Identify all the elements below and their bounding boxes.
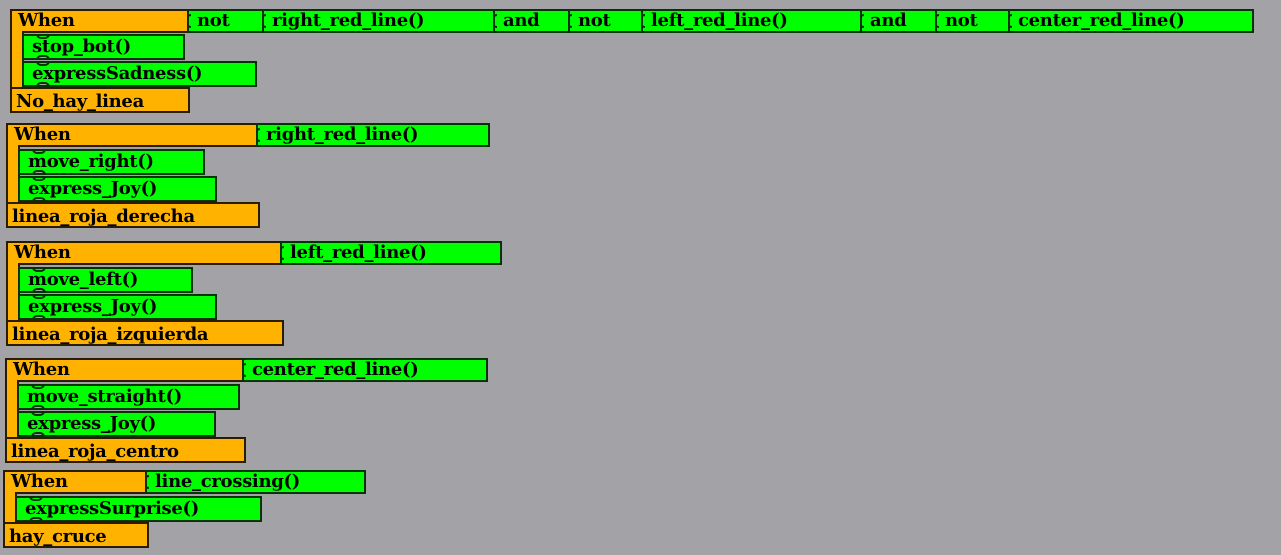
action-express-joy[interactable]: express_Joy() — [18, 294, 217, 320]
when-block-bracket — [6, 145, 20, 205]
event-name-linea-roja-izquierda[interactable]: linea_roja_izquierda — [6, 320, 284, 346]
when-block-bracket — [5, 380, 19, 440]
puzzle-connector-icon — [244, 363, 246, 377]
when-keyword: When — [11, 471, 68, 492]
block-notch-icon — [29, 517, 43, 520]
action-stop-bot[interactable]: stop_bot() — [22, 34, 185, 60]
block-notch-icon — [36, 55, 50, 58]
condition-left-red-line[interactable]: left_red_line() — [641, 9, 863, 33]
puzzle-connector-icon — [495, 14, 497, 28]
action-express-joy[interactable]: express_Joy() — [17, 411, 216, 437]
condition-right-red-line[interactable]: right_red_line() — [256, 123, 490, 147]
when-keyword: When — [13, 359, 70, 380]
action-move-right[interactable]: move_right() — [18, 149, 205, 175]
puzzle-connector-icon — [862, 14, 864, 28]
condition-center-red-line[interactable]: center_red_line() — [242, 358, 488, 382]
event-name-hay-cruce[interactable]: hay_cruce — [3, 522, 149, 548]
puzzle-connector-icon — [937, 14, 939, 28]
action-express-sadness[interactable]: expressSadness() — [22, 61, 257, 87]
when-keyword: When — [18, 10, 75, 31]
when-block-linea-roja-derecha[interactable]: When — [6, 123, 260, 147]
when-block-bracket — [6, 263, 20, 323]
puzzle-connector-icon — [147, 475, 149, 489]
condition-right-red-line[interactable]: right_red_line() — [262, 9, 497, 33]
block-notch-icon — [32, 170, 46, 173]
action-express-surprise[interactable]: expressSurprise() — [15, 496, 262, 522]
event-name-linea-roja-derecha[interactable]: linea_roja_derecha — [6, 202, 260, 228]
condition-center-red-line[interactable]: center_red_line() — [1008, 9, 1254, 33]
event-name-no-hay-linea[interactable]: No_hay_linea — [10, 87, 190, 113]
condition-not[interactable]: not — [935, 9, 1012, 33]
action-express-joy[interactable]: express_Joy() — [18, 176, 217, 202]
event-name-linea-roja-centro[interactable]: linea_roja_centro — [5, 437, 246, 463]
puzzle-connector-icon — [1010, 14, 1012, 28]
action-move-left[interactable]: move_left() — [18, 267, 193, 293]
action-move-straight[interactable]: move_straight() — [17, 384, 240, 410]
when-block-no-hay-linea[interactable]: When — [10, 9, 190, 33]
when-block-bracket — [10, 31, 24, 89]
when-keyword: When — [14, 124, 71, 145]
condition-not[interactable]: not — [568, 9, 644, 33]
block-notch-icon — [32, 315, 46, 318]
block-notch-icon — [32, 197, 46, 200]
puzzle-connector-icon — [282, 246, 284, 260]
block-notch-icon — [31, 432, 45, 435]
condition-left-red-line[interactable]: left_red_line() — [280, 241, 502, 265]
puzzle-connector-icon — [189, 14, 191, 28]
puzzle-connector-icon — [264, 14, 266, 28]
condition-and[interactable]: and — [860, 9, 938, 33]
puzzle-connector-icon — [570, 14, 572, 28]
condition-not[interactable]: not — [187, 9, 265, 33]
block-notch-icon — [32, 288, 46, 291]
condition-and[interactable]: and — [493, 9, 571, 33]
when-block-linea-roja-izquierda[interactable]: When — [6, 241, 284, 265]
when-keyword: When — [14, 242, 71, 263]
puzzle-connector-icon — [258, 128, 260, 142]
block-notch-icon — [36, 82, 50, 85]
when-block-hay-cruce[interactable]: When — [3, 470, 149, 494]
condition-line-crossing[interactable]: line_crossing() — [145, 470, 366, 494]
block-notch-icon — [31, 405, 45, 408]
puzzle-connector-icon — [643, 14, 645, 28]
when-block-linea-roja-centro[interactable]: When — [5, 358, 246, 382]
